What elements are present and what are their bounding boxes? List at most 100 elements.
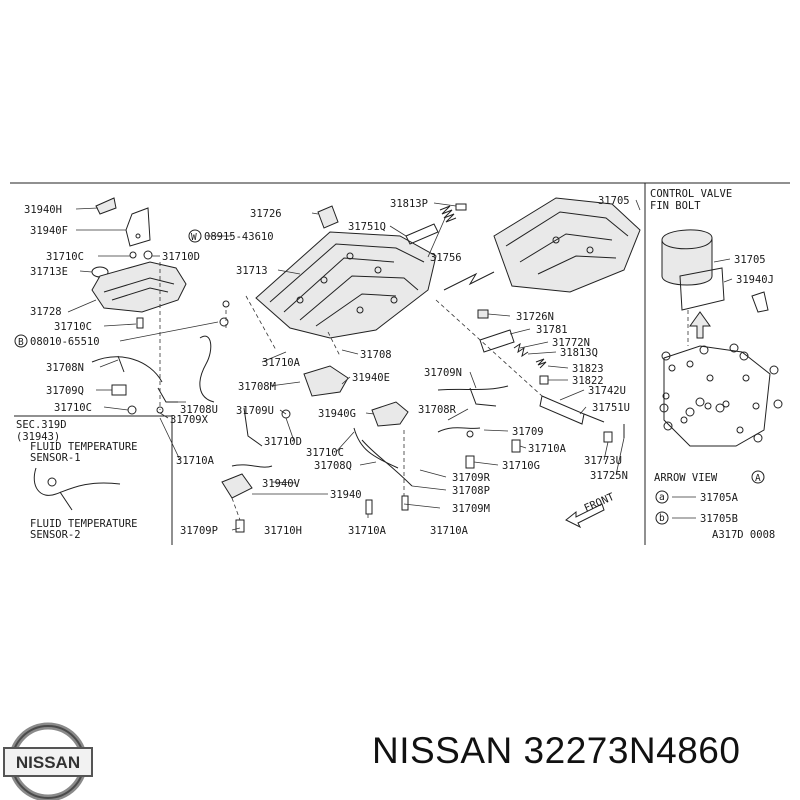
fluid-temperature-sensor-2 <box>59 491 73 511</box>
plug-31813p <box>455 203 467 211</box>
temp-sensor-31940v <box>221 464 273 499</box>
sec-ref-part: (31943) <box>16 431 60 443</box>
front-arrow-upper <box>443 271 495 291</box>
dashed-guide-lines <box>159 262 689 521</box>
label-31751q: 31751Q <box>348 221 386 233</box>
label-31940: 31940 <box>330 489 362 501</box>
label-31940j: 31940J <box>736 274 774 286</box>
legend-a-mark: a <box>659 492 665 503</box>
nissan-logo-text: NISSAN <box>16 753 80 772</box>
label-31709m: 31709M <box>452 503 490 515</box>
label-31708n: 31708N <box>46 362 84 374</box>
label-08915-43610: 08915-43610 <box>204 231 274 243</box>
label-31710d-b: 31710D <box>264 436 302 448</box>
sensor2-line2: SENSOR-2 <box>30 529 81 541</box>
harness-31708q <box>353 427 413 487</box>
spring-31823 <box>535 358 547 369</box>
bolt-31710c-b <box>136 317 144 329</box>
clip-31709q <box>111 384 127 396</box>
arrow-view-mark-icon <box>751 470 765 484</box>
fluid-temperature-sensor-1 <box>33 467 121 496</box>
label-31773u: 31773U <box>584 455 622 467</box>
bracket-31940e <box>303 365 349 397</box>
label-31708p: 31708P <box>452 485 490 497</box>
bolt-31710g <box>465 455 475 469</box>
label-31709n: 31709N <box>424 367 462 379</box>
label-31710a-b: 31710A <box>262 357 301 369</box>
label-31705-b: 31705 <box>734 254 766 266</box>
sensor-inset-frame <box>14 415 173 545</box>
washer-mark-icon <box>188 229 202 243</box>
label-31742u: 31742U <box>588 385 626 397</box>
front-label: FRONT <box>582 491 616 515</box>
bolt-31710c-c <box>127 405 137 415</box>
legend-a-icon <box>655 490 669 504</box>
label-31940f: 31940F <box>30 225 68 237</box>
label-31940h: 31940H <box>24 204 62 216</box>
label-08010-65510: 08010-65510 <box>30 336 100 348</box>
label-31709p: 31709P <box>180 525 218 537</box>
plug-31822 <box>539 375 549 385</box>
label-31710c-c: 31710C <box>54 402 92 414</box>
control-valve-fin-bolt <box>661 229 769 339</box>
sensor1-line1: FLUID TEMPERATURE <box>30 441 137 453</box>
label-31940g: 31940G <box>318 408 356 420</box>
harness-31708u <box>156 335 215 414</box>
label-31756: 31756 <box>430 252 462 264</box>
legend-b-mark: b <box>659 513 665 524</box>
label-31709x: 31709X <box>170 414 209 426</box>
label-31710c-b: 31710C <box>54 321 92 333</box>
label-31728: 31728 <box>30 306 62 318</box>
label-31705-a: 31705 <box>598 195 630 207</box>
label-31708: 31708 <box>360 349 392 361</box>
valve-31781 <box>479 329 515 353</box>
bolt-mark-circles <box>659 343 783 443</box>
label-31710a-e: 31710A <box>528 443 567 455</box>
label-31710d-a: 31710D <box>162 251 200 263</box>
spring-31772n <box>513 342 529 358</box>
harness-31708n <box>91 355 163 383</box>
label-31751u: 31751U <box>592 402 630 414</box>
label-31813q: 31813Q <box>560 347 598 359</box>
oil-strainer-31728 <box>91 261 187 313</box>
bolt-31710a-d <box>401 495 409 511</box>
part-labels: 31940H 31940F 31710C 31710D 31713E 31728… <box>14 195 774 537</box>
label-31710a-a: 31710A <box>176 455 215 467</box>
label-31709: 31709 <box>512 426 544 438</box>
legend-b-part: 31705B <box>700 513 738 525</box>
spring-31756 <box>439 205 457 223</box>
label-31726n: 31726N <box>516 311 554 323</box>
bolt-31710h <box>235 519 245 533</box>
legend-b-icon <box>655 511 669 525</box>
legend-a-part: 31705A <box>700 492 739 504</box>
bracket-31940g <box>371 401 409 427</box>
solenoid-31726 <box>317 205 339 229</box>
label-31710a-d: 31710A <box>430 525 469 537</box>
leader-lines <box>67 199 733 531</box>
sensor1-line2: SENSOR-1 <box>30 452 81 464</box>
sensor2-line1: FLUID TEMPERATURE <box>30 518 137 530</box>
label-31823: 31823 <box>572 363 604 375</box>
washer-mark: W <box>191 232 197 243</box>
bolt-mark-icon <box>14 334 28 348</box>
bracket-31940f <box>125 207 151 247</box>
inset-title-control-valve: CONTROL VALVE <box>650 188 732 200</box>
label-31725n: 31725N <box>590 470 628 482</box>
washer-bolt-08915 <box>219 300 230 327</box>
diagram-code: A317D 0008 <box>712 529 775 541</box>
inset-title-fin-bolt: FIN BOLT <box>650 200 701 212</box>
arrow-view-mark: A <box>755 473 761 484</box>
label-31781: 31781 <box>536 324 568 336</box>
label-31708r: 31708R <box>418 404 457 416</box>
plug-31773u <box>603 431 613 443</box>
bolt-mark: B <box>18 337 24 348</box>
label-31710g: 31710G <box>502 460 540 472</box>
label-31710c-d: 31710C <box>306 447 344 459</box>
label-31708q: 31708Q <box>314 460 352 472</box>
valve-31742u <box>539 395 585 425</box>
label-31713: 31713 <box>236 265 268 277</box>
label-31710a-c: 31710A <box>348 525 387 537</box>
label-31772n: 31772N <box>552 337 590 349</box>
valve-31751u <box>583 413 605 423</box>
